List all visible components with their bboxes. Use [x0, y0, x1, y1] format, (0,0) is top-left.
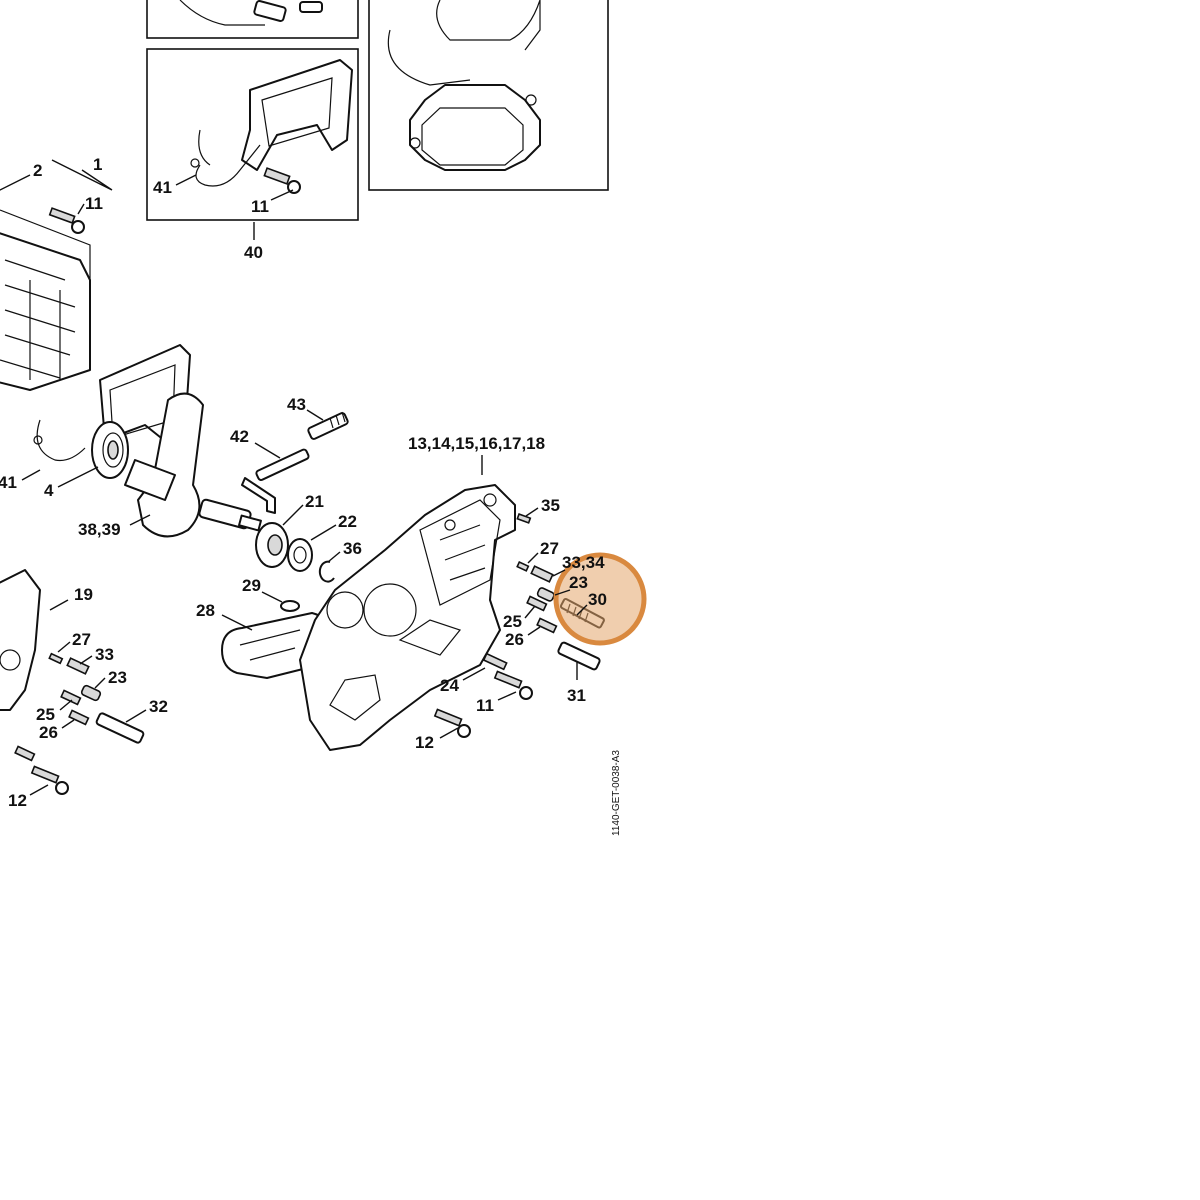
inset-box-top-left — [146, 0, 359, 39]
callout-29[interactable]: 29 — [242, 576, 261, 595]
muffler-gasket-41-inset — [190, 59, 353, 187]
callout-26[interactable]: 26 — [39, 723, 58, 742]
circlip-36 — [318, 560, 335, 583]
callout-11[interactable]: 11 — [251, 197, 269, 216]
bearing-21 — [255, 522, 289, 568]
callout-30[interactable]: 30 — [588, 590, 607, 609]
callout-33[interactable]: 33 — [95, 645, 114, 664]
cylinder-assembly — [0, 209, 91, 391]
screw-11-inset — [263, 167, 301, 194]
callout-labels: 1 2 11 41 11 40 41 4 38,39 43 42 21 22 3… — [0, 155, 607, 810]
callout-41[interactable]: 41 — [0, 473, 17, 492]
callout-27[interactable]: 27 — [540, 539, 559, 558]
bearing-4 — [91, 421, 129, 479]
callout-23[interactable]: 23 — [108, 668, 127, 687]
callout-1[interactable]: 1 — [93, 155, 102, 174]
callout-31[interactable]: 31 — [567, 686, 586, 705]
inset-box-top-right — [368, 0, 609, 191]
callout-28[interactable]: 28 — [196, 601, 215, 620]
highlight-marker[interactable] — [553, 552, 647, 646]
callout-4[interactable]: 4 — [44, 481, 54, 500]
callout-2[interactable]: 2 — [33, 161, 42, 180]
leader-lines — [0, 159, 588, 796]
callout-27[interactable]: 27 — [72, 630, 91, 649]
callout-19[interactable]: 19 — [74, 585, 93, 604]
callout-21[interactable]: 21 — [305, 492, 324, 511]
callout-32[interactable]: 32 — [149, 697, 168, 716]
crankshaft — [124, 392, 262, 538]
washer-29 — [280, 600, 300, 612]
callout-41[interactable]: 41 — [153, 178, 172, 197]
callout-12[interactable]: 12 — [415, 733, 434, 752]
callout-11[interactable]: 11 — [85, 194, 103, 213]
callout-11[interactable]: 11 — [476, 696, 494, 715]
callout-24[interactable]: 24 — [440, 676, 459, 695]
crankcase-half — [299, 484, 516, 751]
drawing-code: 1140-GET-0038-A3 — [611, 750, 622, 836]
callout-40[interactable]: 40 — [244, 243, 263, 262]
callout-36[interactable]: 36 — [343, 539, 362, 558]
inset-box-40 — [146, 48, 359, 221]
callout-25[interactable]: 25 — [503, 612, 522, 631]
pin-42 — [241, 448, 310, 514]
callout-25[interactable]: 25 — [36, 705, 55, 724]
callout-12[interactable]: 12 — [8, 791, 27, 810]
callout-26[interactable]: 26 — [505, 630, 524, 649]
callout-22[interactable]: 22 — [338, 512, 357, 531]
callout-23[interactable]: 23 — [569, 573, 588, 592]
cylinder-gasket — [409, 84, 541, 171]
callout-43[interactable]: 43 — [287, 395, 306, 414]
seal-22 — [287, 538, 313, 572]
callout-33-34[interactable]: 33,34 — [562, 553, 605, 572]
plug-43 — [307, 411, 349, 440]
callout-38-39[interactable]: 38,39 — [78, 520, 121, 539]
crankcase-half-19 — [0, 569, 41, 711]
callout-42[interactable]: 42 — [230, 427, 249, 446]
callout-13-18[interactable]: 13,14,15,16,17,18 — [408, 434, 545, 453]
callout-35[interactable]: 35 — [541, 496, 560, 515]
